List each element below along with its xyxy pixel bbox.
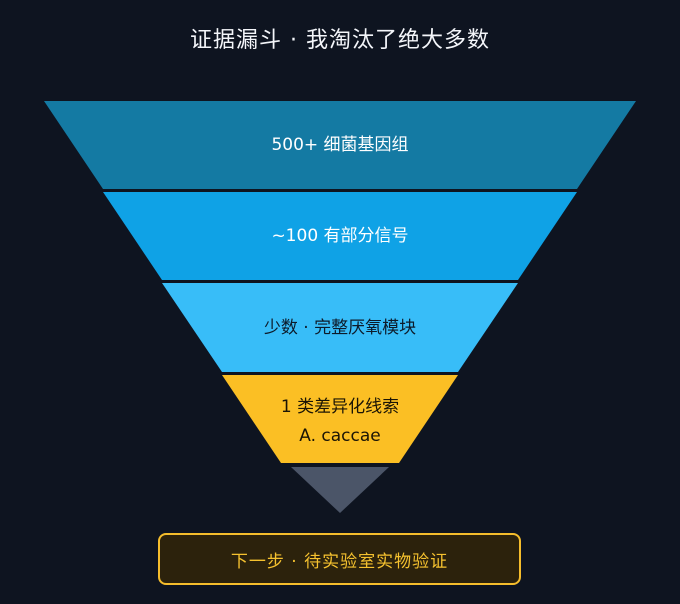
- funnel-layer-3-shape: [162, 283, 518, 372]
- funnel-layer-1-shape: [44, 101, 636, 189]
- funnel-layer-2-shape: [103, 192, 577, 280]
- funnel-layer-2-label: ~100 有部分信号: [271, 226, 409, 246]
- funnel-layer-1-label: 500+ 细菌基因组: [271, 135, 409, 155]
- funnel-layer-3-label: 少数 · 完整厌氧模块: [263, 318, 417, 338]
- funnel-layer-4-sublabel: A. caccae: [299, 426, 381, 446]
- diagram-title: 证据漏斗 · 我淘汰了绝大多数: [190, 28, 490, 53]
- next-step-box: 下一步 · 待实验室实物验证: [158, 533, 521, 585]
- next-step-label: 下一步 · 待实验室实物验证: [230, 551, 449, 572]
- funnel-layer-4-label: 1 类差异化线索: [280, 397, 400, 417]
- funnel-layer-4-shape: [222, 375, 458, 463]
- funnel-tip-shape: [291, 467, 389, 513]
